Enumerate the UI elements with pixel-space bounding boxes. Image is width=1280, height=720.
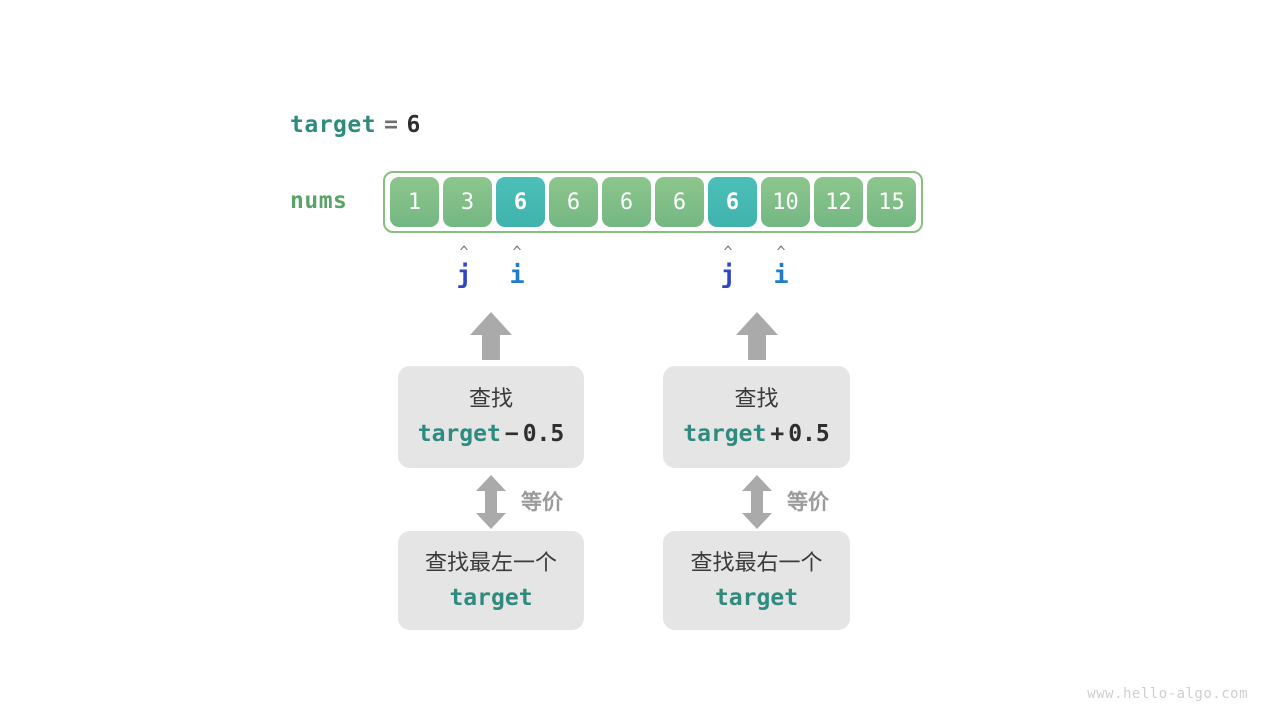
array-cell: 6 xyxy=(602,177,651,227)
box-title: 查找最右一个 xyxy=(690,550,823,576)
double-arrow-icon-right xyxy=(741,474,773,530)
array-cell: 12 xyxy=(814,177,863,227)
array-cell: 10 xyxy=(761,177,810,227)
array-cell: 6 xyxy=(655,177,704,227)
search-offset-box-left: 查找 target−0.5 xyxy=(398,366,584,468)
box-title: 查找最左一个 xyxy=(424,550,557,576)
watermark: www.hello-algo.com xyxy=(1087,686,1248,702)
box-title: 查找 xyxy=(734,387,779,412)
box-expression: target xyxy=(715,584,798,612)
pointer-label: i xyxy=(509,260,525,289)
target-keyword: target xyxy=(290,112,377,138)
caret-icon: ^ xyxy=(459,243,469,261)
pointer-j-left: ^ j xyxy=(449,244,479,290)
search-boundary-box-right: 查找最右一个 target xyxy=(663,531,850,630)
up-arrow-icon-left xyxy=(469,311,513,361)
pointer-label: i xyxy=(773,260,789,289)
equivalence-label-right: 等价 xyxy=(787,490,829,514)
pointer-label: j xyxy=(456,260,472,289)
expression-number: 0.5 xyxy=(788,421,830,447)
expression-operator: − xyxy=(504,421,519,447)
caret-icon: ^ xyxy=(512,243,522,261)
pointer-label: j xyxy=(720,260,736,289)
box-expression: target+0.5 xyxy=(683,420,830,448)
target-operator: = xyxy=(384,112,399,138)
array-cell: 6 xyxy=(496,177,545,227)
array-cell: 6 xyxy=(549,177,598,227)
nums-array: 1 3 6 6 6 6 6 10 12 15 xyxy=(383,171,923,233)
search-boundary-box-left: 查找最左一个 target xyxy=(398,531,584,630)
double-arrow-icon-left xyxy=(475,474,507,530)
expression-keyword: target xyxy=(714,584,799,611)
array-cell: 3 xyxy=(443,177,492,227)
nums-label: nums xyxy=(290,188,348,214)
pointer-i-right: ^ i xyxy=(766,244,796,290)
caret-icon: ^ xyxy=(776,243,786,261)
expression-keyword: target xyxy=(683,421,767,447)
pointer-i-left: ^ i xyxy=(502,244,532,290)
array-cell: 15 xyxy=(867,177,916,227)
box-expression: target xyxy=(449,584,532,612)
up-arrow-icon-right xyxy=(735,311,779,361)
expression-operator: + xyxy=(770,421,785,447)
expression-keyword: target xyxy=(449,584,533,611)
expression-number: 0.5 xyxy=(522,421,565,447)
pointer-j-right: ^ j xyxy=(713,244,743,290)
array-cell: 6 xyxy=(708,177,757,227)
target-value: 6 xyxy=(406,112,421,138)
caret-icon: ^ xyxy=(723,243,733,261)
box-title: 查找 xyxy=(468,387,513,412)
box-expression: target−0.5 xyxy=(418,420,565,448)
expression-keyword: target xyxy=(417,421,501,447)
equivalence-label-left: 等价 xyxy=(521,490,563,514)
search-offset-box-right: 查找 target+0.5 xyxy=(663,366,850,468)
array-cell: 1 xyxy=(390,177,439,227)
target-declaration: target = 6 xyxy=(290,112,421,138)
